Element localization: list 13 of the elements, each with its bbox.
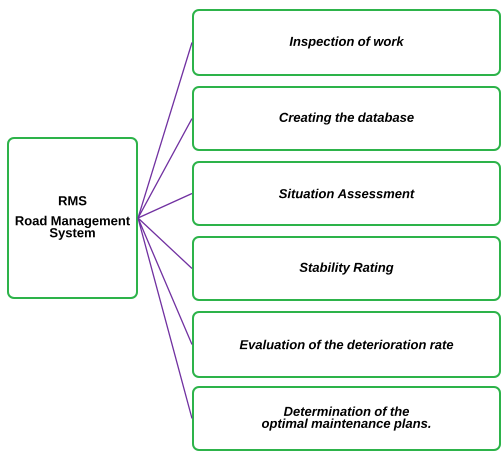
- step-box: Stability Rating: [192, 236, 501, 301]
- connector-line: [138, 192, 192, 219]
- step-box: Creating the database: [192, 86, 501, 151]
- step-box: Inspection of work: [192, 9, 501, 76]
- connector-line: [137, 218, 193, 419]
- connector-line: [137, 118, 193, 218]
- connector-line: [138, 218, 192, 269]
- step-box: Situation Assessment: [192, 161, 501, 226]
- step-box: Determination of the optimal maintenance plans.: [192, 386, 501, 451]
- connector-line: [137, 218, 193, 345]
- connector-line: [137, 42, 193, 218]
- system-box: RMS Road Management System: [7, 137, 138, 299]
- step-box: Evaluation of the deterioration rate: [192, 311, 501, 378]
